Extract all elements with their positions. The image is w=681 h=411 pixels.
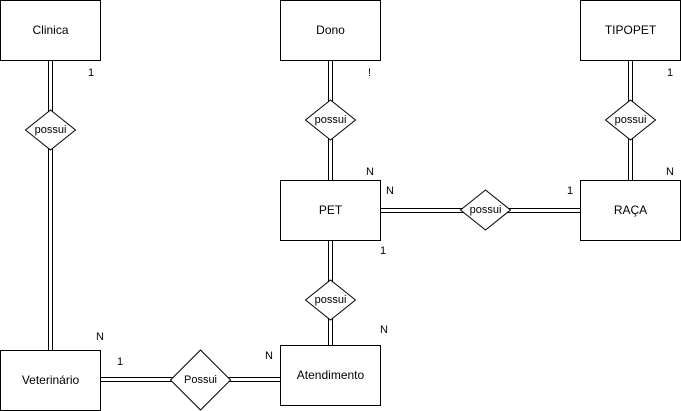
cardinality-raca-top: N — [666, 166, 674, 178]
cardinality-veterinario-top: N — [96, 331, 104, 343]
relationship-pet-atendimento[interactable] — [304, 279, 357, 321]
entity-raca[interactable] — [580, 180, 681, 241]
entity-veterinario-label: Veterinário — [22, 373, 80, 387]
entity-dono-label: Dono — [316, 23, 345, 37]
relationship-tipopet-raca-label: possui — [615, 114, 647, 126]
cardinality-raca-left: 1 — [567, 185, 573, 197]
cardinality-veterinario-right: 1 — [117, 356, 123, 368]
relationship-tipopet-raca[interactable] — [604, 99, 657, 141]
entity-pet-label: PET — [319, 203, 343, 217]
cardinality-atendimento-top: N — [380, 324, 388, 336]
cardinality-tipopet: 1 — [667, 67, 673, 79]
relationship-clinica-veterinario-label: possui — [35, 124, 67, 136]
entity-dono[interactable] — [280, 0, 381, 61]
entity-raca-label: RAÇA — [614, 203, 647, 217]
relationship-clinica-veterinario[interactable] — [24, 109, 77, 151]
entity-atendimento[interactable] — [280, 345, 381, 406]
cardinality-atendimento-left: N — [265, 350, 273, 362]
entity-tipopet[interactable] — [580, 0, 681, 61]
cardinality-pet-top: N — [366, 166, 374, 178]
cardinality-pet-right: N — [386, 185, 394, 197]
cardinality-pet-bottom: 1 — [380, 245, 386, 257]
entity-tipopet-label: TIPOPET — [605, 23, 657, 37]
cardinality-dono: ! — [368, 67, 371, 79]
relationship-veterinario-atendimento-label: Possui — [184, 374, 217, 386]
relationship-pet-atendimento-label: possui — [315, 294, 347, 306]
connector-clinica-veterinario — [48, 60, 53, 350]
relationship-dono-pet[interactable] — [304, 99, 357, 141]
entity-pet[interactable] — [280, 180, 381, 241]
entity-atendimento-label: Atendimento — [297, 368, 365, 382]
relationship-pet-raca-label: possui — [470, 204, 502, 216]
entity-clinica-label: Clinica — [32, 23, 68, 37]
entity-clinica[interactable] — [0, 0, 101, 61]
relationship-veterinario-atendimento[interactable] — [169, 349, 232, 411]
cardinality-clinica: 1 — [88, 67, 94, 79]
relationship-dono-pet-label: possui — [315, 114, 347, 126]
relationship-pet-raca[interactable] — [459, 189, 512, 231]
